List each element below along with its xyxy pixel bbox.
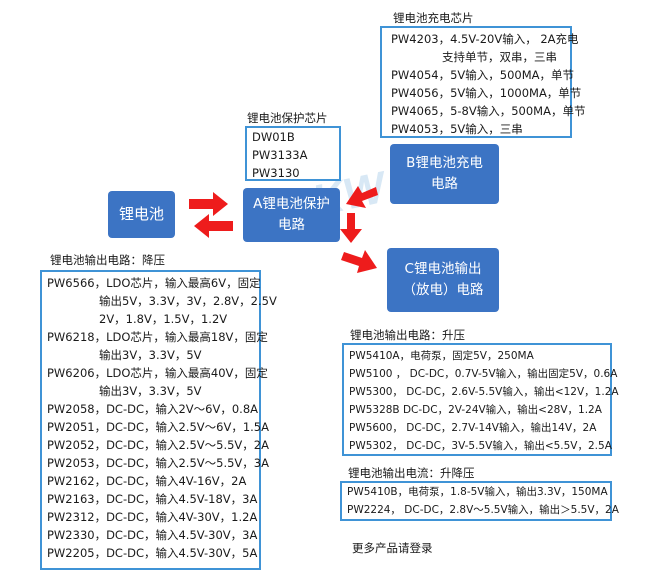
list-item: PW4065，5-8V输入，500MA，单节: [391, 104, 586, 118]
list-item: DW01B: [252, 130, 295, 144]
list-item: PW2163，DC-DC，输入4.5V-18V，3A: [47, 492, 258, 506]
protection-ics-caption: 锂电池保护芯片: [247, 111, 328, 125]
more-products-link[interactable]: 更多产品请登录: [352, 541, 433, 555]
list-item: PW3133A: [252, 148, 308, 162]
list-item: PW4053，5V输入，三串: [391, 122, 523, 136]
list-item: PW5100 ， DC-DC，0.7V-5V输入，输出固定5V，0.6A: [349, 368, 618, 380]
buck-boost-ics-list: PW5410B，电荷泵，1.8-5V输入，输出3.3V，150MA PW2224…: [340, 481, 619, 521]
list-item: PW6566，LDO芯片，输入最高6V，固定: [47, 276, 261, 290]
list-item: 支持单节，双串，三串: [442, 50, 557, 64]
output-circuit-block: C锂电池输出 （放电）电路: [387, 248, 499, 312]
list-item: 输出3V，3.3V，5V: [99, 348, 202, 362]
block-label-line: 电路: [430, 176, 458, 192]
buck-ics-list: PW6566，LDO芯片，输入最高6V，固定 输出5V，3.3V，3V，2.8V…: [40, 270, 277, 570]
charger-ics-list: PW4203，4.5V-20V输入， 2A充电 支持单节，双串，三串 PW405…: [380, 26, 586, 138]
list-item: PW5300， DC-DC，2.6V-5.5V输入，输出<12V，1.2A: [349, 386, 619, 398]
list-item: PW5410B，电荷泵，1.8-5V输入，输出3.3V，150MA: [347, 486, 608, 498]
boost-caption: 锂电池输出电路：升压: [350, 328, 465, 342]
battery-block: 锂电池: [108, 191, 175, 238]
list-item: PW4203，4.5V-20V输入， 2A充电: [391, 32, 579, 46]
protection-circuit-block: A锂电池保护 电路: [243, 188, 340, 242]
block-label-line: B锂电池充电: [406, 155, 483, 171]
boost-ics-list: PW5410A，电荷泵，固定5V，250MA PW5100 ， DC-DC，0.…: [342, 343, 619, 456]
list-item: PW5302， DC-DC，3V-5.5V输入，输出<5.5V，2.5A: [349, 440, 612, 452]
list-item: PW2053，DC-DC，输入2.5V～5.5V，3A: [47, 456, 269, 470]
list-item: PW2162，DC-DC，输入4V-16V，2A: [47, 474, 247, 488]
list-item: PW5410A，电荷泵，固定5V，250MA: [349, 350, 534, 362]
protection-ics-list: DW01B PW3133A PW3130: [245, 126, 341, 181]
list-item: PW5600， DC-DC，2.7V-14V输入，输出14V，2A: [349, 422, 597, 434]
block-label-line: C锂电池输出: [404, 261, 482, 277]
list-item: PW4056，5V输入，1000MA，单节: [391, 86, 582, 100]
arrow-right-icon: [189, 192, 228, 216]
list-item: PW2312，DC-DC，输入4V-30V，1.2A: [47, 510, 258, 524]
charging-circuit-block: B锂电池充电 电路: [390, 144, 499, 204]
list-item: PW5328B DC-DC，2V-24V输入，输出<28V，1.2A: [349, 404, 602, 416]
block-label-line: A锂电池保护: [253, 196, 330, 212]
buck-caption: 锂电池输出电路：降压: [50, 253, 165, 267]
block-label-line: （放电）电路: [402, 282, 484, 298]
list-item: PW4054，5V输入，500MA，单节: [391, 68, 574, 82]
charger-ics-caption: 锂电池充电芯片: [393, 11, 474, 25]
list-item: PW2330，DC-DC，输入4.5V-30V，3A: [47, 528, 258, 542]
list-item: PW2052，DC-DC，输入2.5V～5.5V，2A: [47, 438, 269, 452]
list-item: PW2224， DC-DC，2.8V～5.5V输入，输出＞5.5V，2A: [347, 504, 619, 516]
list-item: PW3130: [252, 166, 300, 180]
list-item: PW6206，LDO芯片，输入最高40V，固定: [47, 366, 268, 380]
list-item: 输出3V，3.3V，5V: [99, 384, 202, 398]
block-label-line: 电路: [278, 217, 305, 233]
list-item: PW6218，LDO芯片，输入最高18V，固定: [47, 330, 268, 344]
list-item: 输出5V，3.3V，3V，2.8V，2.5V: [99, 294, 277, 308]
arrow-down-right-icon: [341, 250, 377, 273]
list-item: PW2058，DC-DC，输入2V～6V，0.8A: [47, 402, 259, 416]
list-item: PW2051，DC-DC，输入2.5V～6V，1.5A: [47, 420, 269, 434]
arrow-left-icon: [194, 214, 233, 238]
buck-boost-caption: 锂电池输出电流：升降压: [348, 466, 475, 480]
list-item: PW2205，DC-DC，输入4.5V-30V，5A: [47, 546, 258, 560]
list-item: 2V，1.8V，1.5V，1.2V: [99, 312, 228, 326]
battery-label: 锂电池: [118, 205, 164, 223]
